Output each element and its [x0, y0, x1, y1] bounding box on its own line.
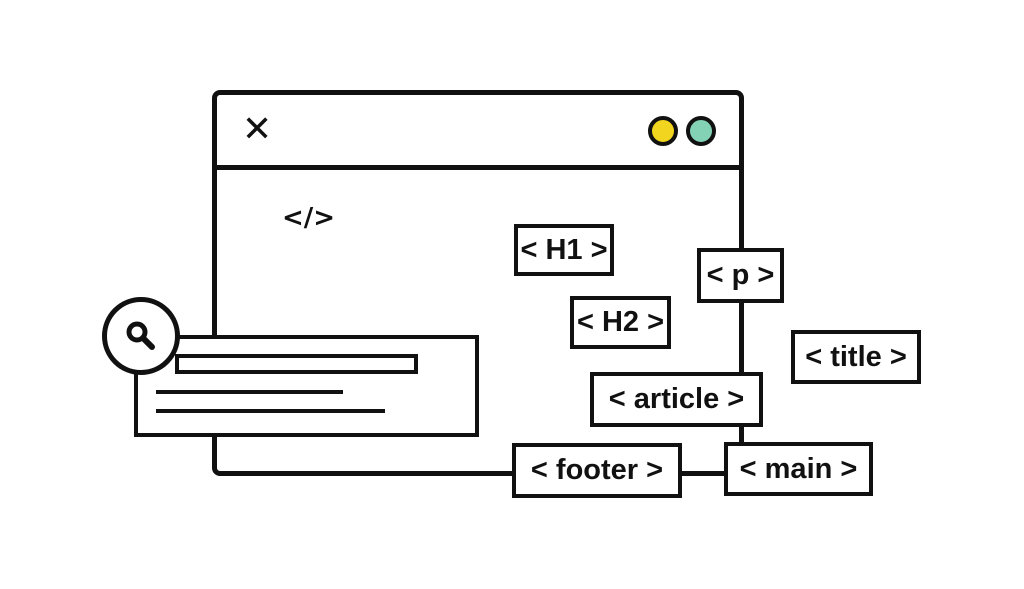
green-dot[interactable] — [686, 116, 716, 146]
search-button[interactable] — [102, 297, 180, 375]
tag-footer: < footer > — [512, 443, 682, 498]
tag-h1: < H1 > — [514, 224, 614, 276]
code-icon: </> — [282, 203, 336, 233]
close-icon[interactable]: ✕ — [242, 109, 273, 150]
tag-title: < title > — [791, 330, 921, 384]
search-bar[interactable] — [175, 354, 418, 374]
magnifier-icon — [126, 321, 155, 350]
tag-p: < p > — [697, 248, 784, 303]
titlebar-divider — [212, 165, 744, 170]
tag-h2: < H2 > — [570, 296, 671, 349]
search-results-card — [134, 335, 479, 437]
result-line-2 — [156, 409, 385, 413]
result-line-1 — [156, 390, 343, 394]
yellow-dot[interactable] — [648, 116, 678, 146]
tag-article: < article > — [590, 372, 763, 427]
tag-main: < main > — [724, 442, 873, 496]
